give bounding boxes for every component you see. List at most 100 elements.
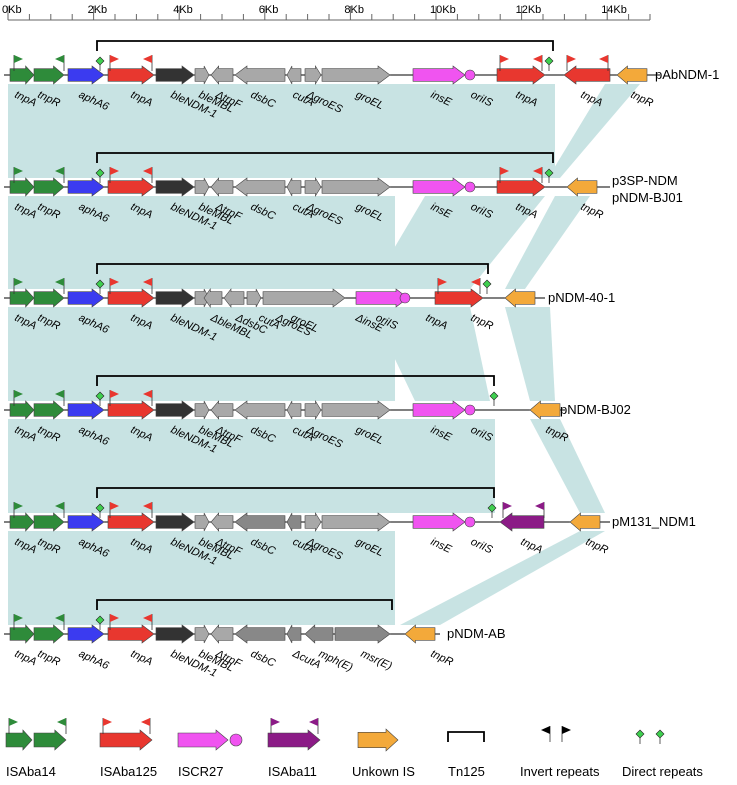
gene-label: tnpR xyxy=(629,89,655,110)
scale-label: 6Kb xyxy=(259,4,279,16)
gene-tnpA-isaba14 xyxy=(9,512,35,532)
gene-oriIS xyxy=(464,516,476,528)
legend-label: Unkown IS xyxy=(352,764,415,779)
invert-repeat-flag xyxy=(143,614,152,622)
invert-repeat-flag xyxy=(533,167,542,175)
gene-dsbC xyxy=(234,65,286,85)
gene-groES xyxy=(304,399,322,421)
gene-tnpA-isaba125 xyxy=(107,624,155,644)
gene-aphA6 xyxy=(67,288,105,308)
gene-tnpR-unknown xyxy=(504,288,536,308)
gene-tnpR-unknown xyxy=(616,65,648,85)
gene-bleMBL xyxy=(194,400,210,420)
plasmid-name: pNDM-40-1 xyxy=(548,290,615,305)
gene-cutA xyxy=(286,512,302,532)
invert-repeat-flag xyxy=(503,502,512,510)
gene-tnpA-isaba14 xyxy=(9,624,35,644)
invert-repeat-flag xyxy=(14,167,23,175)
homology-links xyxy=(8,84,640,625)
gene-groEL xyxy=(321,400,391,420)
gene-label: tnpR xyxy=(429,648,455,669)
homology-link xyxy=(285,419,495,513)
gene-trpF xyxy=(210,400,234,420)
invert-repeat-flag xyxy=(55,390,64,398)
homology-link xyxy=(8,307,395,401)
gene-insE xyxy=(355,288,409,308)
gene-tnpR-isaba14 xyxy=(33,65,65,85)
scale-label: 12Kb xyxy=(516,4,542,16)
gene-groES xyxy=(304,64,322,86)
invert-repeat-flag xyxy=(599,55,608,63)
invert-repeat-flag xyxy=(143,390,152,398)
gene-aphA6 xyxy=(67,512,105,532)
homology-link xyxy=(8,531,285,625)
invert-repeat-flag xyxy=(567,55,576,63)
gene-dsbC xyxy=(234,512,286,532)
gene-insE xyxy=(412,512,466,532)
invert-repeat-flag xyxy=(14,502,23,510)
legend-item-invert: Invert repeats xyxy=(520,726,600,779)
gene-tnpR-unknown xyxy=(569,512,601,532)
homology-link xyxy=(8,196,395,289)
invert-repeat-flag xyxy=(110,502,119,510)
gene-cutA xyxy=(286,624,302,644)
gene-tnpR-isaba14 xyxy=(33,624,65,644)
direct-repeat-diamond xyxy=(95,279,105,289)
plasmid-name: p3SP-NDM xyxy=(612,173,678,188)
scale-label: 10Kb xyxy=(430,4,456,16)
scale-label: 0Kb xyxy=(2,4,22,16)
gene-tnpA-isaba14 xyxy=(9,177,35,197)
gene-cutA xyxy=(246,288,262,308)
invert-repeat-flag xyxy=(500,55,509,63)
gene-tnpR-isaba14 xyxy=(33,400,65,420)
legend-label: Direct repeats xyxy=(622,764,703,779)
gene-oriIS xyxy=(464,404,476,416)
tn125-bracket xyxy=(96,263,489,274)
homology-link xyxy=(370,307,490,401)
gene-insE xyxy=(412,65,466,85)
gene-tnpA-isaba125 xyxy=(107,512,155,532)
legend-item-direct: Direct repeats xyxy=(622,729,703,779)
invert-repeat-flag xyxy=(471,278,480,286)
gene-tnpA-isaba125 xyxy=(496,177,546,197)
invert-repeat-flag xyxy=(141,718,150,726)
gene-insE xyxy=(412,400,466,420)
legend-item-isaba14: ISAba14 xyxy=(5,718,67,779)
gene-tnpA-isaba125 xyxy=(107,288,155,308)
gene-tnpR-isaba14 xyxy=(33,288,65,308)
direct-repeat-diamond xyxy=(482,279,492,289)
tn125-bracket xyxy=(96,599,393,610)
invert-repeat-flag xyxy=(14,55,23,63)
gene-cutA xyxy=(286,177,302,197)
gene-bleMBL xyxy=(194,65,210,85)
gene-bleNDM xyxy=(155,288,195,308)
gene-groEL xyxy=(321,177,391,197)
legend-item-iscr27: ISCR27 xyxy=(177,729,243,779)
gene-trpF xyxy=(210,65,234,85)
gene-oriIS xyxy=(464,181,476,193)
tn125-bracket xyxy=(96,40,554,51)
legend-swatch-arrow xyxy=(357,728,399,752)
tn125-bracket xyxy=(96,375,495,386)
scale-label: 8Kb xyxy=(344,4,364,16)
invert-repeat-flag xyxy=(143,55,152,63)
gene-aphA6 xyxy=(67,65,105,85)
homology-link xyxy=(205,196,245,289)
gene-label: mph(E) xyxy=(317,648,355,674)
gene-bleMBL xyxy=(194,624,210,644)
legend-label: ISAba125 xyxy=(100,764,157,779)
plasmid-name: pNDM-AB xyxy=(447,626,506,641)
gene-groES xyxy=(304,176,322,198)
gene-groEL xyxy=(262,288,346,308)
invert-repeat-flag xyxy=(562,726,571,734)
gene-label: tnpR xyxy=(579,201,605,222)
legend-label: ISAba11 xyxy=(268,764,317,779)
homology-link xyxy=(370,196,545,289)
invert-repeat-flag xyxy=(110,614,119,622)
invert-repeat-flag xyxy=(533,55,542,63)
direct-repeat-diamond xyxy=(655,729,665,739)
gene-cutA xyxy=(286,65,302,85)
gene-label: tnpR xyxy=(584,536,610,557)
